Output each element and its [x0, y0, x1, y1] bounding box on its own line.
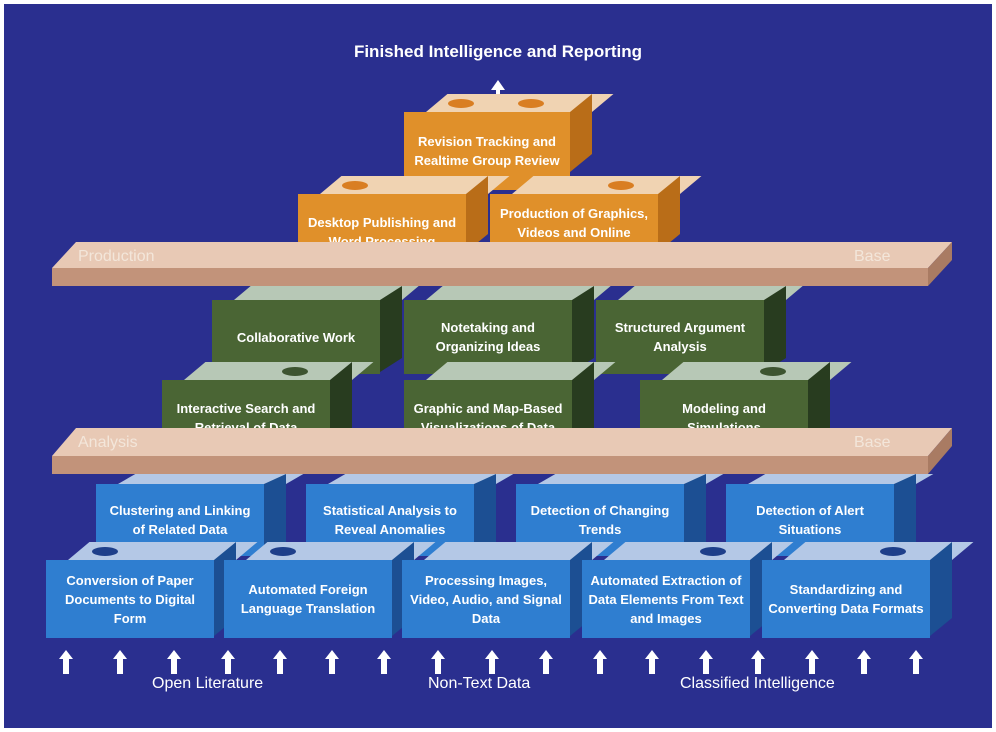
analysis-base-platform	[48, 426, 958, 478]
block-standardizing: Standardizing and Converting Data Format…	[762, 542, 974, 638]
input-arrows	[0, 648, 996, 678]
block-automated-extraction: Automated Extraction of Data Elements Fr…	[582, 542, 794, 638]
production-base-platform	[48, 240, 958, 290]
analysis-base-label: Base	[854, 434, 891, 451]
block-structured-argument: Structured Argument Analysis	[596, 286, 803, 374]
block-notetaking: Notetaking and Organizing Ideas	[404, 286, 611, 374]
source-classified-intelligence: Classified Intelligence	[680, 675, 835, 692]
block-revision-tracking: Revision Tracking and Realtime Group Rev…	[404, 94, 614, 190]
source-open-literature: Open Literature	[152, 675, 264, 692]
block-translation: Automated Foreign Language Translation	[224, 542, 436, 638]
block-conversion: Conversion of Paper Documents to Digital…	[46, 542, 258, 638]
analysis-label: Analysis	[78, 434, 138, 451]
source-non-text-data: Non-Text Data	[428, 675, 531, 692]
up-arrow-icon	[490, 80, 506, 104]
block-collaborative-work: Collaborative Work	[212, 286, 419, 374]
block-processing-images: Processing Images, Video, Audio, and Sig…	[402, 542, 614, 638]
production-base-label: Base	[854, 248, 891, 265]
diagram-title: Finished Intelligence and Reporting	[353, 42, 643, 61]
production-label: Production	[78, 248, 155, 265]
